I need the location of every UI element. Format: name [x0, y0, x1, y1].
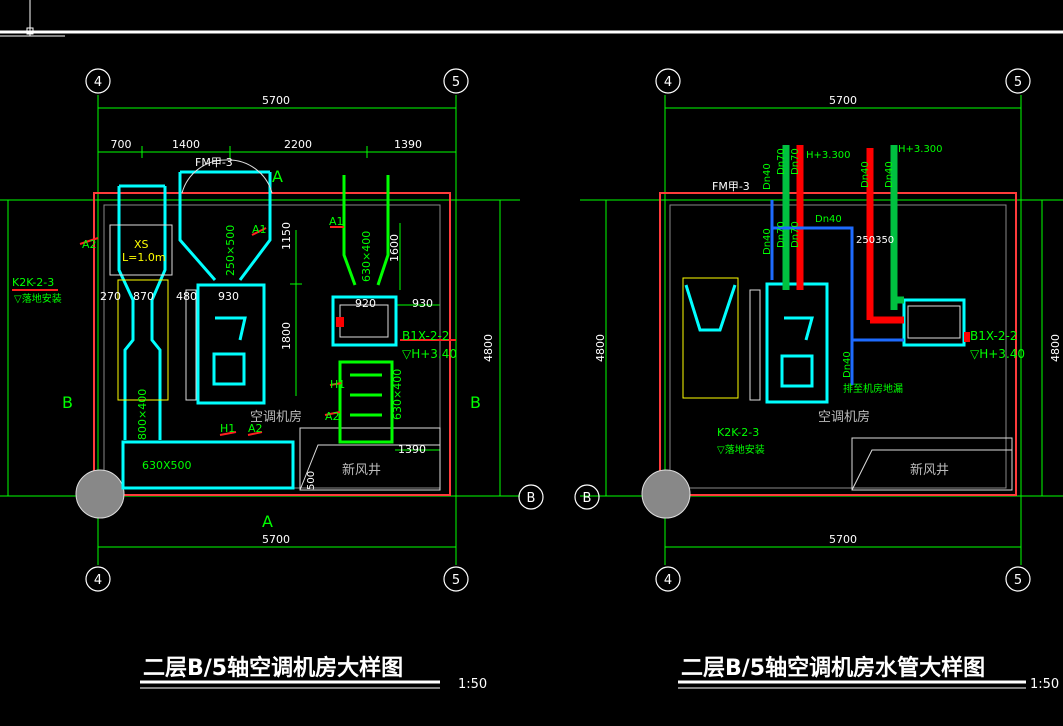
left-label-xs: XS: [134, 238, 149, 251]
left-label-b1x: B1X-2-2: [402, 329, 449, 343]
left-label-install: ▽落地安装: [14, 292, 62, 305]
left-label-a2-bottom: A2: [248, 422, 263, 435]
right-label-install: ▽落地安装: [717, 443, 765, 456]
left-label-630x400-side: 630×400: [391, 369, 404, 420]
left-label-930a: 930: [218, 290, 239, 303]
left-door: [181, 159, 273, 194]
left-label-k2k: K2K-2-3: [12, 276, 54, 289]
left-label-500: 500: [306, 471, 317, 490]
right-label-dn70-a: Dn70: [776, 148, 787, 175]
right-pipes: [770, 145, 904, 385]
left-green-ducts: [338, 175, 394, 444]
right-bottom-dim: 5700: [829, 533, 857, 546]
right-scale: 1:50: [1030, 677, 1059, 692]
left-grid-4-bottom: 4: [94, 573, 102, 588]
left-label-630x500: 630X500: [142, 459, 192, 472]
right-label-dn40-d: Dn40: [762, 228, 773, 255]
left-label-270: 270: [100, 290, 121, 303]
right-door-label: FM甲-3: [712, 180, 750, 193]
left-section-mark-top: A: [272, 167, 283, 186]
right-left-dim: 4800: [594, 334, 607, 362]
left-section-mark-bottom: A: [262, 512, 273, 531]
right-label-250350: 250350: [856, 235, 894, 246]
right-plan: 4 5 4 5 B 5700 5700 4800 4800 FM甲-3 Dn40…: [574, 68, 1063, 692]
left-grid-b: B: [527, 491, 536, 506]
left-top-dim-total: 5700: [262, 94, 290, 107]
left-ducts: [117, 170, 295, 490]
left-label-930b: 930: [412, 297, 433, 310]
right-room-wall: [659, 192, 1017, 496]
left-top-dim-3: 2200: [284, 138, 312, 151]
right-ahu-left: [682, 277, 739, 399]
left-top-dim-4: 1390: [394, 138, 422, 151]
right-label-b1x: B1X-2-2: [970, 329, 1017, 343]
right-label-ch: ▽H+3.40: [970, 347, 1025, 361]
right-grid-5-top: 5: [1014, 75, 1022, 90]
left-section-side-right: B: [470, 393, 481, 412]
left-label-1600: 1600: [388, 234, 401, 262]
left-label-800x400: 800×400: [136, 389, 149, 440]
left-label-1150: 1150: [280, 222, 293, 250]
left-shaft-name: 新风井: [342, 462, 381, 478]
left-label-h1b: H1: [220, 422, 235, 435]
left-top-dim-1: 700: [111, 138, 132, 151]
right-title: 二层B/5轴空调机房水管大样图: [681, 655, 985, 681]
left-plan: 4 5 4 5 B 5700 700 1400 2200 1390 5700 4…: [0, 68, 544, 692]
right-shaft-name: 新风井: [910, 462, 949, 478]
right-grid-5-bottom: 5: [1014, 573, 1022, 588]
left-fresh-air-shaft: [299, 427, 441, 491]
left-leaders: [12, 226, 456, 436]
left-label-630x400-top: 630×400: [360, 231, 373, 282]
left-label-250x500: 250×500: [224, 225, 237, 276]
right-grid-4-bottom: 4: [664, 573, 672, 588]
left-room-name: 空调机房: [250, 409, 302, 425]
left-label-a2-top: A2: [82, 238, 97, 251]
top-frame: [0, 0, 1063, 37]
left-grid-5-top: 5: [452, 75, 460, 90]
left-title: 二层B/5轴空调机房大样图: [143, 655, 403, 681]
right-label-dn40-b: Dn40: [860, 161, 871, 188]
left-grid-5-bottom: 5: [452, 573, 460, 588]
right-room-name: 空调机房: [818, 409, 870, 425]
right-label-dn70-b: Dn70: [790, 148, 801, 175]
left-grid-4-top: 4: [94, 75, 102, 90]
right-fresh-air-shaft: [851, 437, 1013, 491]
right-label-h3300-b: H+3.300: [898, 144, 943, 155]
left-column: [75, 469, 125, 519]
right-label-dn70-c: Dn70: [776, 221, 787, 248]
right-label-dn70-d: Dn70: [790, 221, 801, 248]
right-grid-4-top: 4: [664, 75, 672, 90]
left-bottom-dim: 5700: [262, 533, 290, 546]
right-label-dn40-a: Dn40: [762, 163, 773, 190]
left-scale: 1:50: [458, 677, 487, 692]
left-ahu-unit: [331, 295, 398, 347]
right-label-h3300-a: H+3.300: [806, 150, 851, 161]
right-column: [641, 469, 691, 519]
right-label-dn40-f: Dn40: [842, 351, 853, 378]
right-top-dim-total: 5700: [829, 94, 857, 107]
left-label-1800: 1800: [280, 322, 293, 350]
left-section-side-left: B: [62, 393, 73, 412]
left-label-a1-mid: A1: [252, 223, 267, 236]
right-label-dn40-c: Dn40: [884, 161, 895, 188]
left-label-480: 480: [176, 290, 197, 303]
right-label-drain: 排至机房地漏: [843, 382, 903, 395]
right-grid-b: B: [583, 491, 592, 506]
left-top-dim-2: 1400: [172, 138, 200, 151]
left-label-l: L=1.0m: [122, 251, 166, 264]
left-door-label: FM甲-3: [195, 156, 233, 169]
right-label-k2k: K2K-2-3: [717, 426, 759, 439]
left-right-dim: 4800: [482, 334, 495, 362]
left-label-a1-right: A1: [329, 215, 344, 228]
left-label-1390: 1390: [398, 443, 426, 456]
left-label-ch: ▽H+3.40: [402, 347, 457, 361]
left-label-920: 920: [355, 297, 376, 310]
left-label-h1a: H1: [330, 378, 345, 391]
left-dimension-lines: [0, 95, 520, 565]
right-right-dim: 4800: [1049, 334, 1062, 362]
left-label-a2-right: A2: [325, 410, 340, 423]
left-label-870: 870: [133, 290, 154, 303]
right-label-dn40-e: Dn40: [815, 214, 842, 225]
